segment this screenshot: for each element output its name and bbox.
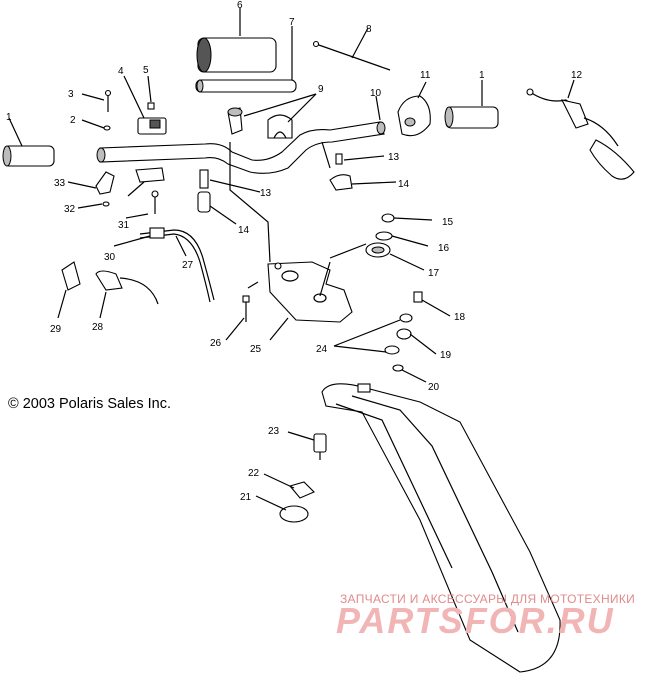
crossbar-tube xyxy=(195,79,297,93)
callout-33: 33 xyxy=(54,178,66,189)
throttle-cable xyxy=(139,227,215,303)
callout-15: 15 xyxy=(442,217,454,228)
callout-20: 20 xyxy=(428,382,440,393)
strap xyxy=(312,40,391,71)
callout-2: 2 xyxy=(70,115,76,126)
callout-labels: 6 7 8 1 1 11 12 10 9 3 2 4 5 33 32 31 30… xyxy=(6,0,583,503)
sensor-assembly xyxy=(61,261,159,305)
throttle-bracket xyxy=(95,171,115,207)
callout-13-left: 13 xyxy=(260,188,272,199)
callout-32: 32 xyxy=(64,204,76,215)
callout-11: 11 xyxy=(420,70,431,81)
callout-31: 31 xyxy=(118,220,130,231)
copyright-notice: © 2003 Polaris Sales Inc. xyxy=(8,396,172,412)
callout-14-right: 14 xyxy=(398,179,410,190)
callout-18: 18 xyxy=(454,312,466,323)
callout-3: 3 xyxy=(68,89,74,100)
grip-right xyxy=(444,106,499,129)
callout-14-left: 14 xyxy=(238,225,250,236)
callout-13-right: 13 xyxy=(388,152,400,163)
callout-21: 21 xyxy=(240,492,252,503)
tether-switch xyxy=(526,88,635,180)
watermark-tagline: ЗАПЧАСТИ И АКСЕССУАРЫ ДЛЯ МОТОТЕХНИКИ xyxy=(340,592,636,606)
callout-4: 4 xyxy=(118,66,124,77)
callout-24: 24 xyxy=(316,344,328,355)
nut-14-right xyxy=(329,174,353,191)
callout-12: 12 xyxy=(571,70,583,81)
throttle-lever xyxy=(135,167,165,214)
callout-7: 7 xyxy=(289,17,295,28)
grip-left xyxy=(2,145,55,167)
clamp-left xyxy=(227,107,243,135)
steering-post xyxy=(321,383,561,673)
mounting-plate xyxy=(267,261,353,323)
callout-1-right: 1 xyxy=(479,70,485,81)
callout-28: 28 xyxy=(92,322,104,333)
callout-8: 8 xyxy=(366,24,372,35)
leader-lines xyxy=(8,8,575,511)
callout-30: 30 xyxy=(104,252,116,263)
nut-14-left xyxy=(197,191,211,213)
handlebar-pad xyxy=(196,37,277,73)
callout-10: 10 xyxy=(370,88,382,99)
bearing-stack xyxy=(365,213,395,258)
callout-26: 26 xyxy=(210,338,222,349)
clamp-right xyxy=(267,114,293,139)
grommet-22 xyxy=(289,481,315,499)
fastener-stack xyxy=(384,291,423,372)
bolt-26 xyxy=(242,295,250,322)
end-cap xyxy=(397,95,431,137)
watermark-brand: PARTSFOR.RU xyxy=(336,600,615,641)
callout-16: 16 xyxy=(438,243,450,254)
switch-assembly xyxy=(103,89,167,135)
callout-6: 6 xyxy=(237,0,243,11)
callout-5: 5 xyxy=(143,65,149,76)
plate-21 xyxy=(279,505,309,523)
callout-27: 27 xyxy=(182,260,194,271)
callout-22: 22 xyxy=(248,468,260,479)
handlebar xyxy=(96,121,386,174)
fitting-23 xyxy=(313,433,327,460)
callout-25: 25 xyxy=(250,344,262,355)
callout-23: 23 xyxy=(268,426,280,437)
bolt-13-right xyxy=(335,153,343,165)
callout-1-left: 1 xyxy=(6,112,12,123)
callout-17: 17 xyxy=(428,268,440,279)
callout-19: 19 xyxy=(440,350,452,361)
callout-9: 9 xyxy=(318,84,324,95)
callout-29: 29 xyxy=(50,324,62,335)
bolt-13-left xyxy=(199,169,209,189)
